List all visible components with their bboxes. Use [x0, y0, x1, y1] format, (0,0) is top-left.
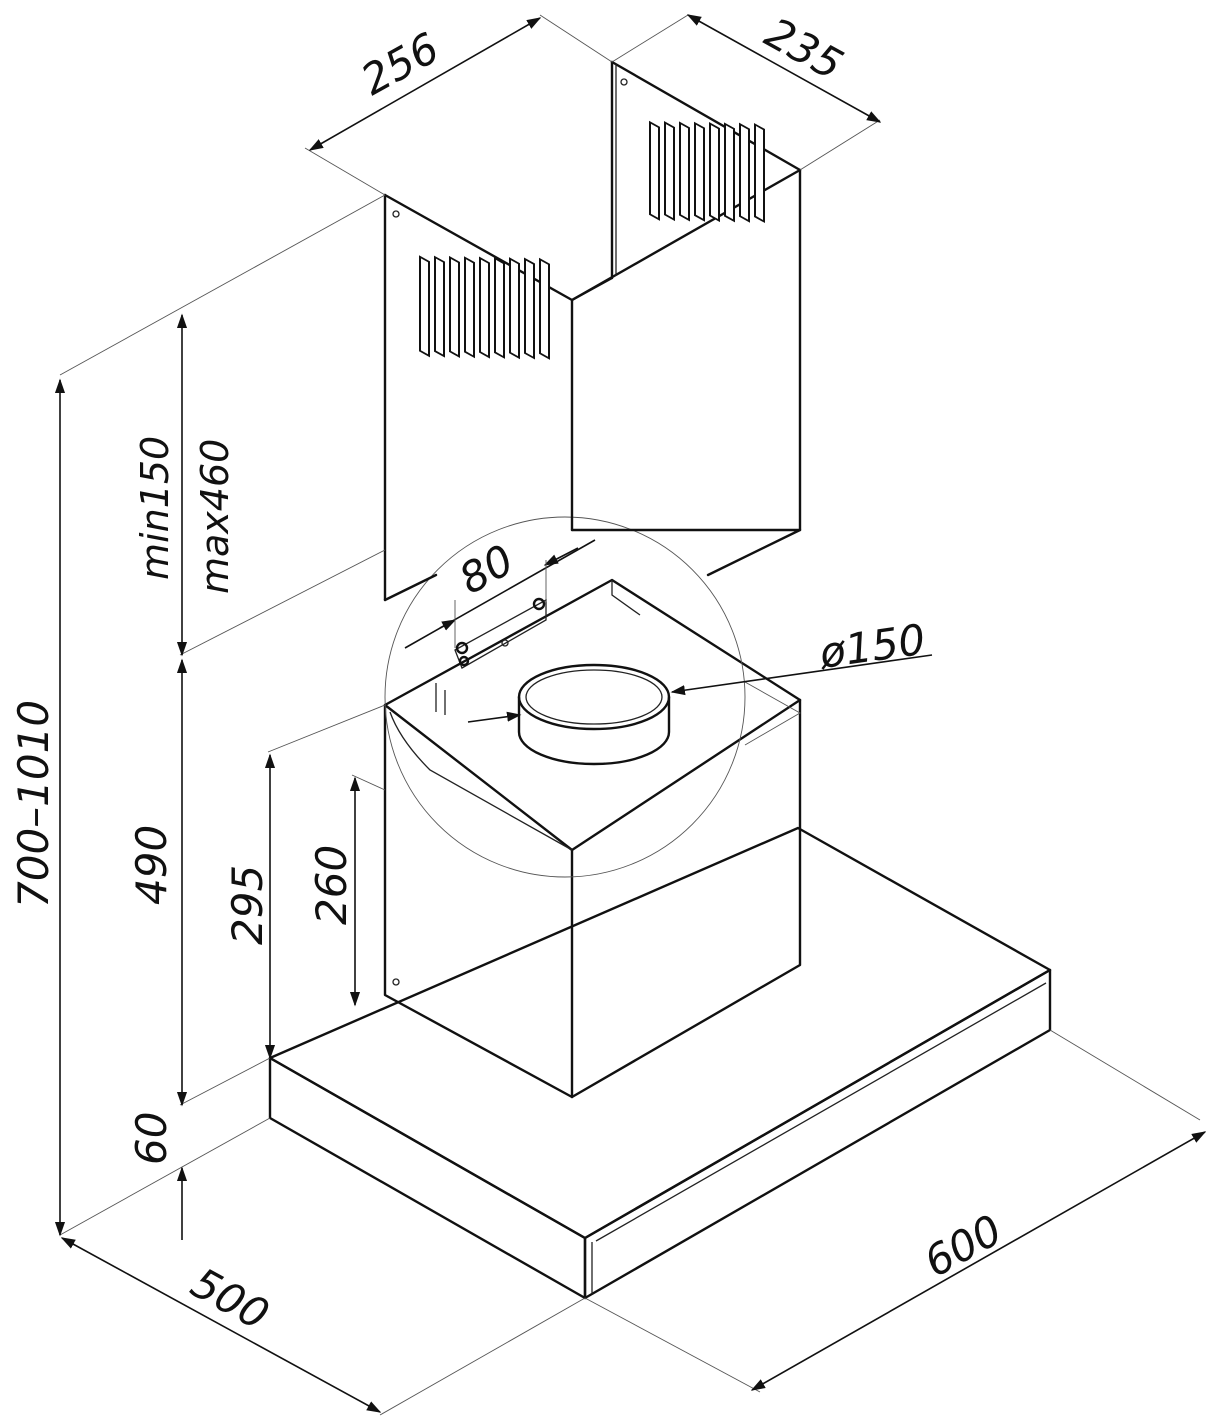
chimney-upper-front-edge	[610, 60, 802, 532]
label-295: 295	[223, 865, 272, 945]
label-60: 60	[127, 1112, 176, 1165]
motor-box-top-edges	[383, 578, 802, 707]
motor-box-front-bevel	[389, 711, 573, 851]
canopy-top-face	[268, 826, 1052, 1240]
label-235: 235	[757, 8, 851, 90]
label-max460: max460	[193, 439, 237, 594]
label-min150: min150	[133, 436, 177, 580]
diameter-leader	[670, 654, 933, 696]
canopy-depth-dimension	[60, 1237, 382, 1413]
label-260: 260	[307, 845, 356, 925]
label-600: 600	[916, 1205, 1010, 1287]
screw-hole	[392, 978, 400, 986]
dimension-lines	[54, 14, 1207, 1413]
motor-box-front-face	[383, 703, 574, 1099]
canopy	[268, 826, 1052, 1300]
mounting-bracket	[454, 597, 547, 669]
extension-lines	[59, 14, 1201, 1416]
canopy-trim-line	[591, 982, 1047, 1294]
screw-hole	[620, 78, 628, 86]
front-bracket-lines	[435, 683, 446, 715]
chimney-lower-front-edge	[383, 193, 574, 532]
label-490: 490	[127, 825, 176, 905]
label-256: 256	[353, 23, 447, 105]
canopy-front-face	[268, 1056, 587, 1300]
detail-leader	[744, 681, 801, 746]
chimney-lower-bottom-edges	[570, 528, 802, 577]
bracket-dimension-line	[404, 539, 596, 649]
chimney-depth-dimension	[686, 14, 882, 123]
outlet-collar	[517, 663, 671, 766]
canopy-width-dimension	[750, 1131, 1207, 1391]
motor-box	[383, 578, 802, 1099]
lower-vent-slots	[419, 255, 550, 360]
label-80: 80	[451, 535, 522, 604]
chimney-width-dimension	[308, 17, 542, 151]
label-diameter-150: ø150	[816, 615, 929, 678]
motor-box-side-face	[570, 698, 802, 1099]
motor-box-back-lip	[611, 580, 641, 616]
label-700-1010: 700–1010	[9, 700, 58, 908]
upper-vent-slots	[649, 120, 765, 224]
screw-hole	[392, 210, 400, 218]
detail-circle	[384, 516, 746, 878]
chimney-lower-bottom-left	[383, 573, 438, 602]
label-500: 500	[183, 1258, 277, 1340]
chimney-lower	[383, 193, 802, 602]
